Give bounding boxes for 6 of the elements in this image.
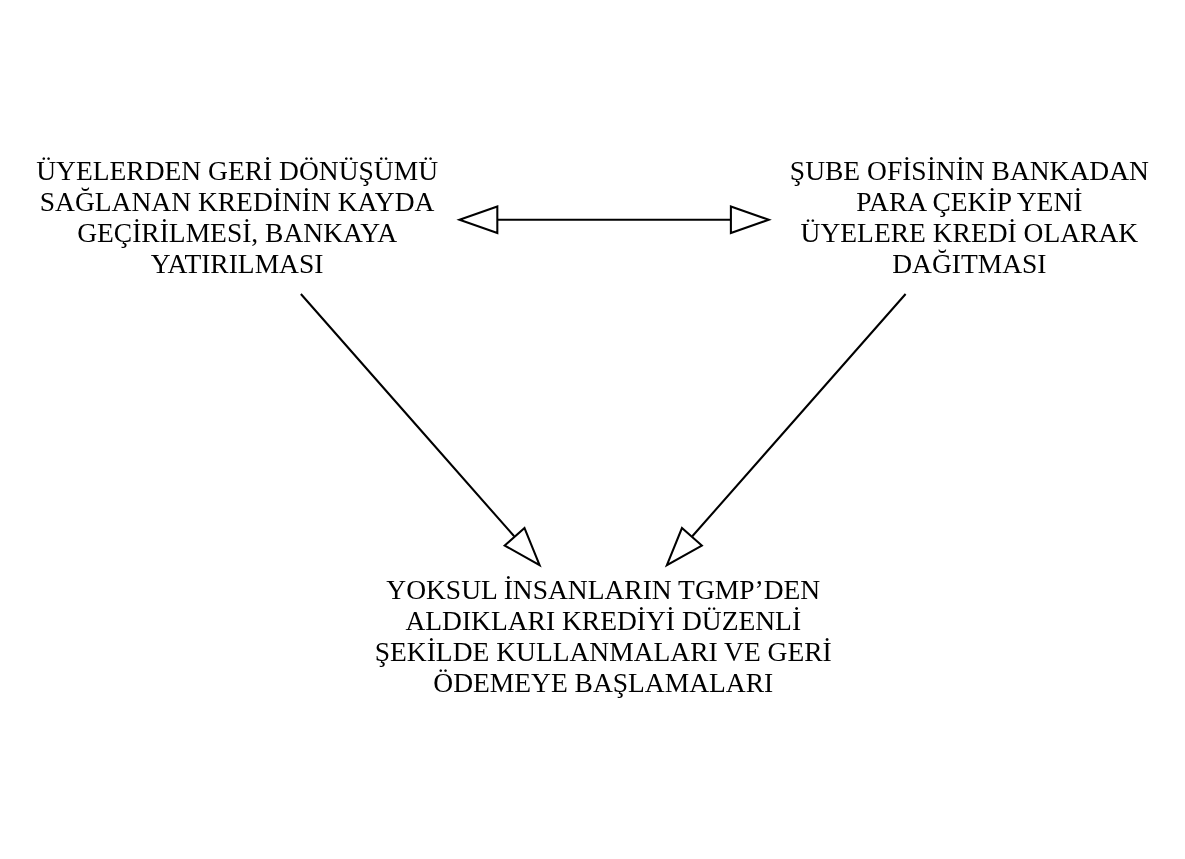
- arrow: [300, 293, 542, 568]
- arrow: [664, 293, 907, 568]
- node-text: YOKSUL İNSANLARIN TGMP’DEN ALDIKLARI KREDİYİ DÜZENLİ ŞEKİLDE KULLANMALARI VE GERİ ÖDEMEYE BAŞLAMALARI: [374, 574, 832, 699]
- node-text: ÜYELERDEN GERİ DÖNÜŞÜMÜ SAĞLANAN KREDİNİN KAYDA GEÇİRİLMESİ, BANKAYA YATIRILMASI: [36, 154, 439, 279]
- arrow: [456, 205, 772, 235]
- node-text: ŞUBE OFİSİNİN BANKADAN PARA ÇEKİP YENİ ÜYELERE KREDİ OLARAK DAĞITMASI: [789, 154, 1149, 279]
